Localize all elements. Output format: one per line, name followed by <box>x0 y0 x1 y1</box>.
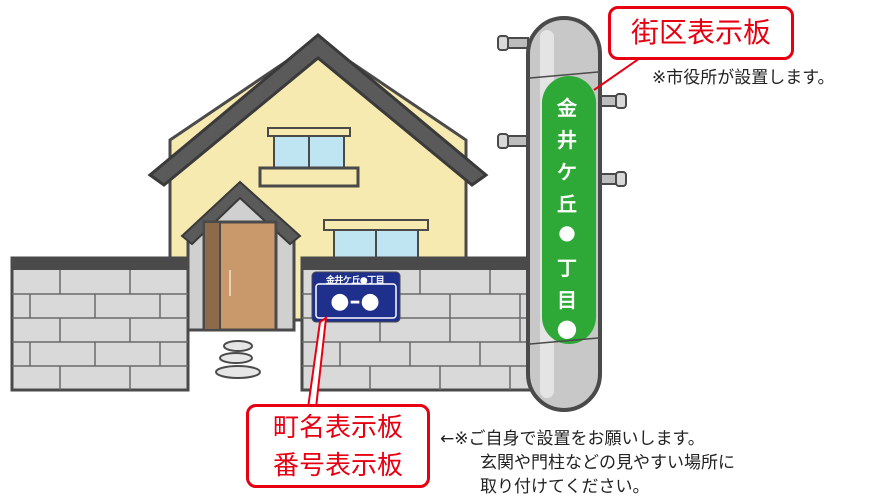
number-sign-text: 番号表示板 <box>272 451 403 481</box>
pole-sign-char: 金 <box>557 96 577 120</box>
house-number-plate <box>311 271 401 323</box>
town-number-sign-label: 町名表示板 番号表示板 <box>246 404 430 488</box>
pole-sign-char: 丁 <box>557 256 577 280</box>
house-plate-title: 金井ケ丘●丁目 <box>325 276 385 286</box>
town-name-sign-text: 町名表示板 <box>272 413 403 443</box>
pole-sign-char: 井 <box>557 128 577 152</box>
district-sign-label: 街区表示板 <box>608 6 794 60</box>
self-install-line: 玄関や門柱などの見やすい場所に <box>480 453 735 473</box>
pole-sign-char: 丘 <box>557 192 577 216</box>
stepping-stones <box>215 340 261 379</box>
left-wall <box>10 256 190 392</box>
pole-sign-char: ケ <box>557 160 577 184</box>
pole-sign-char: 目 <box>557 288 577 312</box>
house-plate-number: ●–● <box>330 289 380 314</box>
district-leader-line <box>593 57 641 91</box>
self-install-line: 取り付けてください。 <box>480 477 650 497</box>
self-install-line: ←※ご自身で設置をお願いします。 <box>440 429 705 449</box>
pole-sign-char: ● <box>558 220 576 244</box>
city-install-note: ※市役所が設置します。 <box>652 68 835 88</box>
pole-sign-char: ● <box>556 314 578 342</box>
house <box>147 33 489 332</box>
utility-pole <box>497 16 627 412</box>
self-install-note: ←※ご自身で設置をお願いします。 玄関や門柱などの見やすい場所に 取り付けてくだ… <box>440 427 735 499</box>
